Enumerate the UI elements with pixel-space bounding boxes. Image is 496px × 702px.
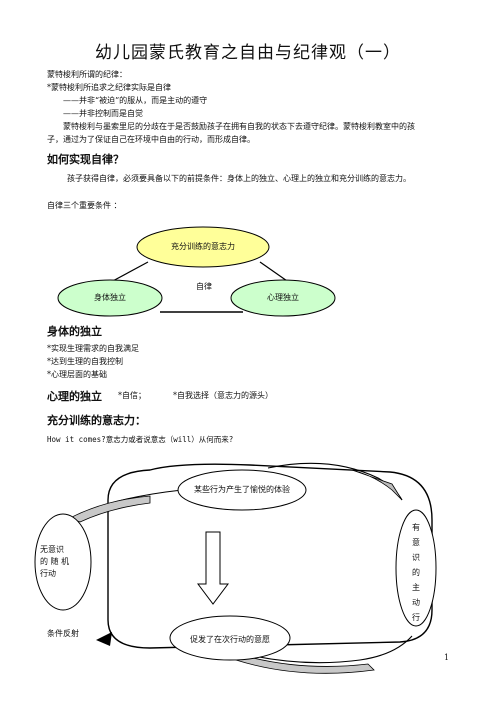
intro-line-3: ——并非“被迫”的服从，而是主动的遵守: [63, 96, 208, 105]
conscious-char-7: 行: [412, 613, 420, 622]
conscious-char-2: 意: [412, 538, 420, 547]
cycle-container: [107, 463, 433, 649]
intro-line-2: *蒙特梭利所追求之纪律实际是自律: [47, 83, 171, 92]
node-conscious-action-ellipse: [395, 509, 437, 627]
node-willpower-ellipse: [136, 226, 270, 268]
page-number: 1: [444, 653, 450, 662]
node-psychological-ellipse: [230, 279, 336, 317]
node-physical-independence-label: 身体独立: [94, 293, 126, 302]
node-unconscious-action-ellipse: [34, 513, 92, 611]
unconscious-line-2: 的 随 机: [40, 557, 70, 566]
node-pleasant-experience-label: 某些行为产生了愉悦的体验: [194, 485, 290, 494]
cycle-arrow-bottom: [235, 635, 413, 664]
willpower-question: How it comes?意志力或者说意志（will）从何而来?: [47, 435, 234, 444]
physical-item-1: *实现生理需求的自我满足: [47, 344, 139, 353]
unconscious-line-1: 无意识: [40, 545, 64, 554]
intro-paragraph-a: 蒙特梭利与墨索里尼的分歧在于是否鼓励孩子在拥有自我的状态下去遵守纪律。蒙特梭利教…: [63, 122, 415, 131]
node-physical-ellipse: [57, 279, 163, 317]
node-unconscious-action-label: 无意识 的 随 机 行动: [40, 544, 90, 580]
heading-trained-willpower: 充分训练的意志力：: [47, 414, 146, 427]
conscious-char-6: 动: [412, 598, 420, 607]
node-conscious-action-label: 有 意 识 的 主 动 行: [411, 520, 421, 625]
physical-item-3: *心理层面的基础: [47, 370, 107, 379]
conscious-char-4: 的: [412, 568, 420, 577]
document-title: 幼儿园蒙氏教育之自由与纪律观（一）: [95, 43, 401, 63]
center-self-discipline-label: 自律: [196, 282, 212, 291]
arrow-head-bottom-left: [96, 632, 112, 646]
node-willpower-label: 充分训练的意志力: [171, 242, 235, 251]
psychological-item-2: *自我选择（意志力的源头）: [173, 391, 273, 400]
conditioned-reflex-label: 条件反射: [47, 629, 79, 638]
node-motivate-next-action-label: 促发了在次行动的意愿: [190, 635, 270, 644]
heading-physical-independence: 身体的独立: [47, 325, 102, 338]
conscious-char-5: 主: [412, 583, 420, 592]
intro-paragraph-b: 子，通过为了保证自己在环境中自由的行动，而形成自律。: [47, 135, 255, 144]
heading-how-to-achieve-self-discipline: 如何实现自律？: [47, 153, 124, 166]
heading-psychological-independence: 心理的独立: [47, 390, 102, 403]
conscious-char-3: 识: [412, 553, 420, 562]
physical-item-2: *达到生理的自我控制: [47, 357, 123, 366]
three-conditions-label: 自律三个重要条件 ：: [47, 201, 122, 210]
intro-line-1: 蒙特梭利所谓的纪律：: [47, 70, 127, 79]
arrow-band-bottom: [235, 653, 375, 674]
node-pleasant-experience-ellipse: [177, 469, 307, 511]
conscious-char-1: 有: [412, 523, 420, 532]
arrow-band-left: [69, 495, 151, 523]
arrow-down-center: [197, 531, 229, 605]
intro-line-4: ——并非控制而是自觉: [63, 109, 143, 118]
section1-body: 孩子获得自律，必须要具备以下的前提条件：身体上的独立、心理上的独立和充分训练的意…: [67, 174, 411, 183]
node-motivate-next-action-ellipse: [169, 615, 291, 661]
arrow-head-top-right: [351, 469, 403, 501]
psychological-item-1: *自信；: [118, 391, 146, 400]
node-psychological-independence-label: 心理独立: [267, 293, 299, 302]
unconscious-line-3: 行动: [40, 569, 56, 578]
